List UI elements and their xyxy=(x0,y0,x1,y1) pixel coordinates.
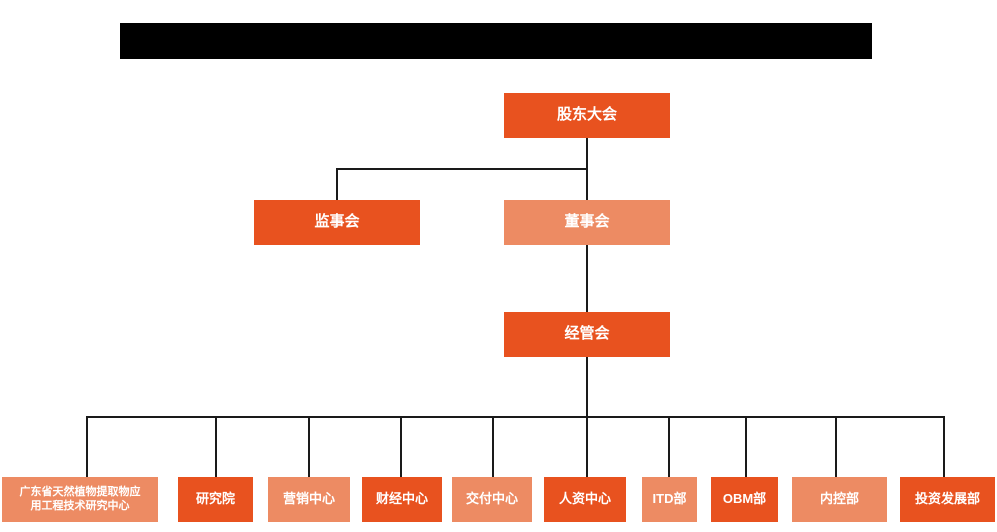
connector-drop-marketing xyxy=(308,416,310,477)
node-shareholders-meeting[interactable]: 股东大会 xyxy=(504,93,670,138)
connector-drop-finance xyxy=(400,416,402,477)
connector-board-to-management xyxy=(586,245,588,314)
node-dept-delivery-center-label: 交付中心 xyxy=(465,491,518,507)
node-management-committee-label: 经管会 xyxy=(564,325,610,343)
connector-drop-delivery xyxy=(492,416,494,477)
node-dept-finance-center-label: 财经中心 xyxy=(375,491,428,507)
node-dept-internal-control-label: 内控部 xyxy=(819,491,859,507)
node-dept-investment-development-label: 投资发展部 xyxy=(914,491,980,507)
node-shareholders-meeting-label: 股东大会 xyxy=(556,106,617,124)
node-supervisory-board[interactable]: 监事会 xyxy=(254,200,420,245)
node-dept-itd[interactable]: ITD部 xyxy=(642,477,697,522)
node-dept-finance-center[interactable]: 财经中心 xyxy=(362,477,442,522)
node-board-of-directors-label: 董事会 xyxy=(564,213,610,231)
connector-supervisory-drop xyxy=(336,168,338,202)
node-dept-marketing-center-label: 营销中心 xyxy=(282,491,335,507)
connector-drop-internal xyxy=(835,416,837,477)
node-dept-internal-control[interactable]: 内控部 xyxy=(792,477,887,522)
node-dept-hr-center-label: 人资中心 xyxy=(558,491,611,507)
connector-department-bus xyxy=(86,416,943,418)
connector-drop-hr xyxy=(586,416,588,477)
node-dept-delivery-center[interactable]: 交付中心 xyxy=(452,477,532,522)
connector-shareholders-drop xyxy=(586,138,588,170)
connector-drop-itd xyxy=(668,416,670,477)
node-dept-obm[interactable]: OBM部 xyxy=(711,477,778,522)
connector-management-drop xyxy=(586,357,588,418)
node-dept-institute[interactable]: 研究院 xyxy=(178,477,253,522)
connector-drop-investment xyxy=(943,416,945,477)
node-dept-itd-label: ITD部 xyxy=(652,491,687,507)
connector-drop-institute xyxy=(215,416,217,477)
connector-drop-obm xyxy=(745,416,747,477)
node-management-committee[interactable]: 经管会 xyxy=(504,312,670,357)
node-dept-obm-label: OBM部 xyxy=(722,491,767,507)
node-dept-hr-center[interactable]: 人资中心 xyxy=(544,477,626,522)
redacted-title-bar xyxy=(120,23,872,59)
node-dept-marketing-center[interactable]: 营销中心 xyxy=(268,477,350,522)
connector-tier1-bus xyxy=(336,168,588,170)
node-supervisory-board-label: 监事会 xyxy=(314,213,360,231)
connector-drop-research-center xyxy=(86,416,88,477)
node-dept-institute-label: 研究院 xyxy=(195,491,235,507)
node-dept-research-center-label: 广东省天然植物提取物应 用工程技术研究中心 xyxy=(19,485,141,512)
connector-board-drop xyxy=(586,168,588,202)
node-dept-research-center[interactable]: 广东省天然植物提取物应 用工程技术研究中心 xyxy=(2,477,158,522)
node-dept-investment-development[interactable]: 投资发展部 xyxy=(900,477,995,522)
node-board-of-directors[interactable]: 董事会 xyxy=(504,200,670,245)
